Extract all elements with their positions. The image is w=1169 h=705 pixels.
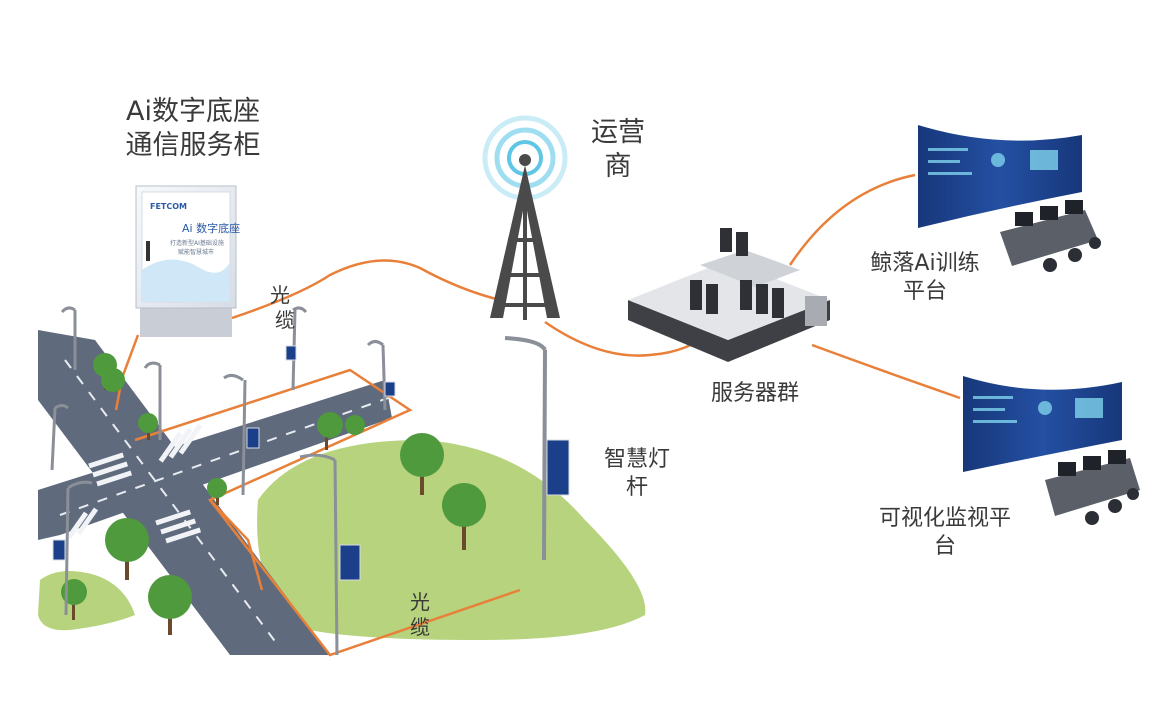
visual-label-line2: 台 [933, 533, 956, 559]
light-pole [504, 336, 547, 561]
smart-pole-label: 智慧灯 杆 [592, 446, 682, 501]
tree [207, 478, 227, 505]
signal-tower [482, 115, 568, 320]
light-pole [50, 404, 69, 471]
cabinet-label-line2: 通信服务柜 [125, 129, 261, 161]
tree [93, 353, 125, 392]
light-pole [366, 340, 387, 411]
cabinet-panel-title: Ai 数字底座 [182, 222, 241, 235]
fiber-label-bottom: 光 缆 [405, 590, 435, 640]
fiber-bottom-char2: 缆 [410, 615, 430, 639]
grass-patch-main [257, 440, 646, 640]
trees [61, 353, 486, 635]
pole-screens [52, 345, 570, 581]
light-pole [223, 373, 247, 496]
cabinet-brand: FETCOM [150, 202, 188, 211]
tree [148, 575, 192, 635]
fiber-label-top: 光 缆 [265, 283, 295, 333]
operator-label-line1: 运营 [591, 117, 645, 148]
fiber-top-char1: 光 [270, 283, 290, 307]
fiber-bottom-char1: 光 [410, 590, 430, 614]
cabinet-label: Ai数字底座 通信服务柜 [108, 95, 278, 163]
operator-label: 运营 商 [578, 116, 658, 184]
cabinet-label-line1: Ai数字底座 [126, 96, 260, 127]
visual-platform-label: 可视化监视平 台 [865, 505, 1025, 560]
tree [317, 412, 365, 450]
cabinet-panel-subtitle-2: 赋能智慧城市 [178, 249, 215, 256]
tree [400, 433, 444, 495]
light-pole [64, 480, 93, 616]
tree [138, 413, 158, 440]
tree [105, 518, 149, 580]
light-pole [60, 306, 77, 370]
cabinet-panel-subtitle-1: 打造新型AI基础设施 [170, 240, 224, 247]
visual-label-line1: 可视化监视平 [878, 506, 1011, 531]
training-platform-label: 鲸落Ai训练 平台 [855, 250, 995, 305]
training-label-line1: 鲸落Ai训练 [870, 251, 980, 276]
smart-pole-label-line2: 杆 [625, 474, 648, 500]
light-pole [143, 361, 162, 440]
fiber-top-char2: 缆 [275, 308, 295, 332]
light-pole [299, 453, 339, 656]
smart-pole-label-line1: 智慧灯 [603, 447, 670, 472]
grass-patch-left [38, 571, 135, 631]
operator-label-line2: 商 [604, 150, 632, 182]
server-room [628, 228, 830, 362]
communication-cabinet [135, 185, 237, 337]
training-label-line2: 平台 [902, 278, 947, 304]
visual-platform-screen [963, 376, 1140, 525]
training-platform-screen [918, 125, 1101, 272]
tree [442, 483, 486, 550]
servers-label: 服务器群 [710, 381, 799, 406]
